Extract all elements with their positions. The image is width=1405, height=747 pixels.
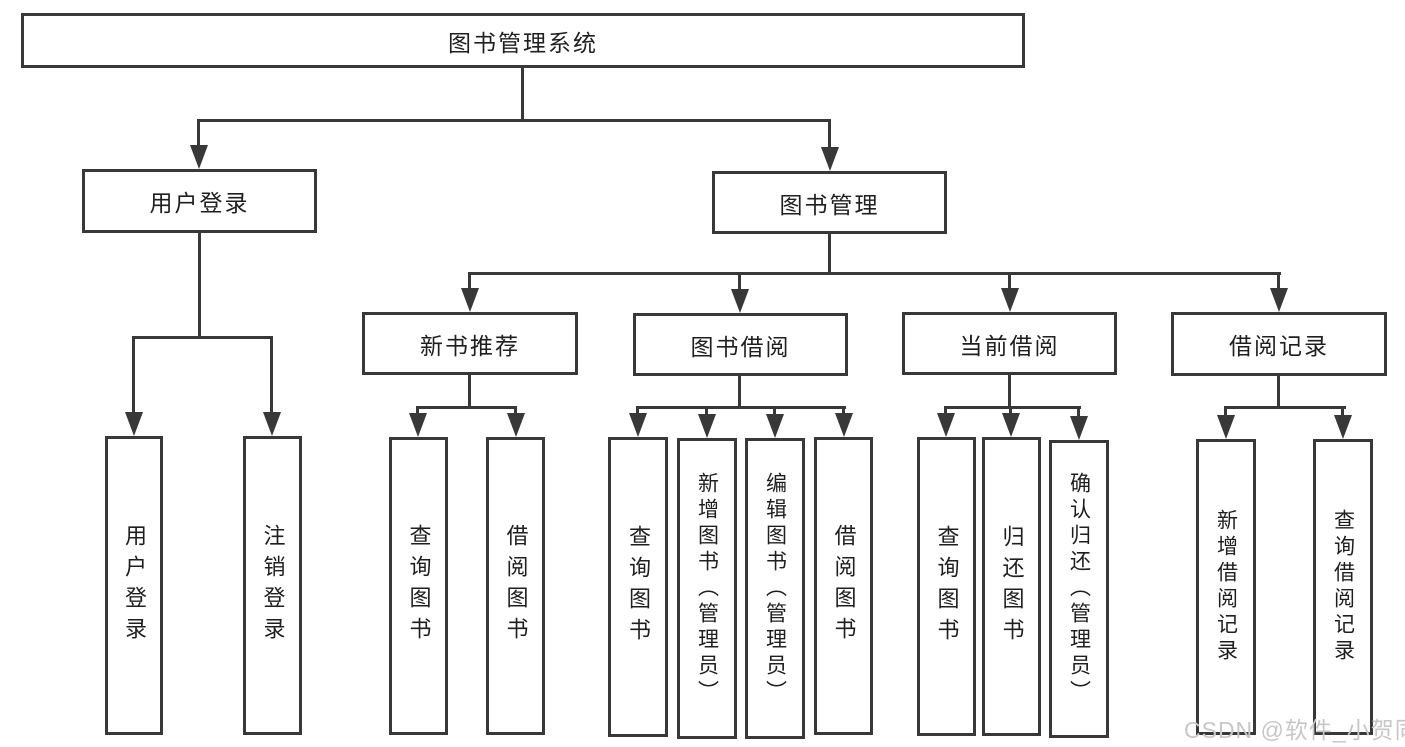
leaf-cb-confirm-return-label: 确认归还（管理员）: [1067, 472, 1091, 706]
leaf-rec-query-book-label: 查询图书: [406, 524, 432, 648]
connector: [944, 406, 947, 418]
arrow-down-icon: [507, 413, 525, 437]
leaf-rec-borrow-book-label: 借阅图书: [503, 524, 529, 648]
connector: [270, 336, 273, 416]
leaf-cb-return-book: 归还图书: [982, 437, 1041, 736]
connector: [1008, 375, 1011, 409]
node-book-borrow-label: 图书借阅: [690, 333, 791, 360]
leaf-rec-borrow-book: 借阅图书: [486, 437, 545, 735]
leaf-logout-label: 注销登录: [260, 523, 286, 648]
connector: [773, 406, 776, 418]
arrow-down-icon: [1334, 415, 1352, 439]
connector: [636, 406, 639, 418]
arrow-down-icon: [1001, 288, 1019, 312]
leaf-user-login-label: 用户登录: [122, 523, 147, 648]
arrow-down-icon: [461, 288, 479, 312]
arrow-down-icon: [409, 413, 427, 437]
connector: [1277, 376, 1280, 409]
connector: [514, 406, 517, 418]
node-book-mgmt: 图书管理: [712, 171, 947, 234]
leaf-user-login: 用户登录: [105, 436, 163, 735]
node-new-book-rec-label: 新书推荐: [420, 332, 520, 359]
leaf-br-query-record-label: 查询借阅记录: [1331, 509, 1355, 665]
connector: [944, 406, 1081, 409]
arrow-down-icon: [1217, 415, 1235, 439]
connector: [468, 272, 471, 290]
node-book-borrow: 图书借阅: [633, 313, 848, 376]
connector: [521, 66, 524, 119]
leaf-cb-query-book-label: 查询图书: [934, 524, 960, 649]
leaf-bb-borrow-book-label: 借阅图书: [831, 524, 857, 648]
leaf-bb-edit-book: 编辑图书（管理员）: [745, 438, 805, 739]
connector: [198, 232, 201, 339]
connector: [828, 119, 831, 151]
arrow-down-icon: [731, 289, 749, 313]
leaf-cb-confirm-return: 确认归还（管理员）: [1049, 440, 1109, 738]
connector: [842, 406, 845, 418]
leaf-logout: 注销登录: [243, 436, 302, 735]
leaf-br-query-record: 查询借阅记录: [1313, 439, 1373, 735]
arrow-down-icon: [821, 147, 839, 171]
connector: [636, 406, 846, 409]
connector: [132, 336, 273, 339]
node-user-login-label: 用户登录: [149, 190, 250, 216]
connector: [197, 119, 200, 149]
connector: [1077, 406, 1080, 420]
connector: [705, 406, 708, 418]
arrow-down-icon: [937, 413, 955, 437]
arrow-down-icon: [766, 414, 784, 438]
arrow-down-icon: [835, 413, 853, 437]
arrow-down-icon: [698, 414, 716, 438]
connector: [416, 406, 419, 418]
leaf-br-add-record-label: 新增借阅记录: [1214, 509, 1238, 665]
node-new-book-rec: 新书推荐: [362, 312, 578, 375]
node-book-mgmt-label: 图书管理: [779, 191, 880, 218]
connector: [468, 375, 471, 409]
connector: [1009, 406, 1012, 418]
arrow-down-icon: [1002, 413, 1020, 437]
leaf-bb-add-book: 新增图书（管理员）: [677, 438, 737, 739]
leaf-br-add-record: 新增借阅记录: [1196, 439, 1256, 735]
connector: [738, 376, 741, 409]
connector: [1224, 406, 1346, 409]
leaf-rec-query-book: 查询图书: [389, 437, 448, 735]
csdn-watermark: CSDN @软件_小贺同学: [1184, 717, 1405, 743]
connector: [738, 272, 741, 290]
leaf-bb-edit-book-label: 编辑图书（管理员）: [763, 471, 787, 706]
connector: [828, 234, 831, 275]
node-user-login: 用户登录: [82, 169, 317, 233]
node-current-borrow-label: 当前借阅: [959, 332, 1060, 359]
arrow-down-icon: [1070, 416, 1088, 440]
leaf-bb-query-book-label: 查询图书: [626, 525, 651, 649]
arrow-down-icon: [190, 145, 208, 169]
leaf-bb-query-book: 查询图书: [608, 437, 668, 737]
connector: [1277, 272, 1280, 290]
leaf-bb-borrow-book: 借阅图书: [814, 437, 873, 735]
node-root-label: 图书管理系统: [448, 29, 598, 56]
arrow-down-icon: [125, 412, 143, 436]
connector: [468, 272, 1281, 275]
leaf-cb-query-book: 查询图书: [917, 437, 976, 736]
connector: [1341, 406, 1344, 419]
connector: [132, 336, 135, 416]
connector: [1008, 272, 1011, 290]
leaf-bb-add-book-label: 新增图书（管理员）: [695, 471, 719, 706]
arrow-down-icon: [263, 412, 281, 436]
connector: [416, 406, 517, 409]
node-borrow-records-label: 借阅记录: [1229, 333, 1329, 359]
arrow-down-icon: [629, 413, 647, 437]
node-root: 图书管理系统: [21, 13, 1025, 68]
connector: [197, 119, 831, 122]
leaf-cb-return-book-label: 归还图书: [999, 524, 1025, 649]
arrow-down-icon: [1270, 288, 1288, 312]
node-current-borrow: 当前借阅: [902, 312, 1117, 375]
connector: [1224, 406, 1227, 419]
node-borrow-records: 借阅记录: [1171, 312, 1387, 376]
